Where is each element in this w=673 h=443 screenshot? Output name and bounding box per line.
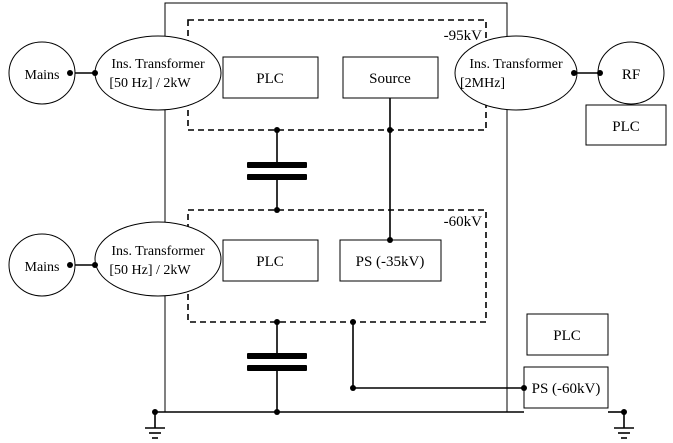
capacitor1-plate-top: [247, 162, 307, 168]
ps-35kv-label: PS (-35kV): [356, 254, 425, 270]
bottom-plc-label: PLC: [256, 254, 284, 270]
capacitor2-plate-top: [247, 353, 307, 359]
junction-dot: [350, 385, 356, 391]
transformer-rf-line2: [2MHz]: [460, 76, 505, 91]
transformer-rf: [454, 35, 578, 111]
ps-60kv-box: [523, 366, 609, 409]
ground-symbol-right: [614, 427, 634, 439]
junction-dot: [571, 70, 577, 76]
plc-rf-label: PLC: [612, 119, 640, 135]
transformer-top-left-line2: [50 Hz] / 2kW: [109, 76, 191, 91]
junction-dot: [67, 262, 73, 268]
rf-label: RF: [622, 67, 640, 83]
transformer-rf-line1: Ins. Transformer: [469, 57, 563, 72]
plc-ground-label: PLC: [553, 328, 581, 344]
top-plc-label: PLC: [256, 71, 284, 87]
mains-bottom-label: Mains: [25, 260, 60, 275]
mains-bottom-circle: [8, 233, 76, 297]
capacitor1-plate-bottom: [247, 174, 307, 180]
junction-dot: [92, 70, 98, 76]
junction-dot: [597, 70, 603, 76]
junction-dot: [152, 409, 158, 415]
mains-top-label: Mains: [25, 68, 60, 83]
junction-dot: [387, 237, 393, 243]
ps-35kv-box: [339, 239, 442, 282]
transformer-bottom-left-line2: [50 Hz] / 2kW: [109, 263, 191, 278]
transformer-top-left-line1: Ins. Transformer: [111, 57, 205, 72]
top-stage-voltage: -95kV: [444, 28, 482, 44]
junction-dot: [67, 70, 73, 76]
plc-rf-box: [585, 104, 667, 146]
source-box: [342, 56, 439, 99]
mains-top-circle: [8, 41, 76, 105]
transformer-top-left: [94, 35, 222, 111]
ground-symbol-left: [145, 427, 165, 439]
plc-ground-box: [526, 313, 609, 356]
junction-dot: [521, 385, 527, 391]
top-plc-box: [222, 56, 319, 99]
junction-dot: [350, 319, 356, 325]
transformer-bottom-left-line1: Ins. Transformer: [111, 244, 205, 259]
junction-dot: [274, 127, 280, 133]
source-label: Source: [369, 71, 411, 87]
bottom-plc-box: [222, 239, 319, 282]
junction-dot: [274, 319, 280, 325]
bottom-stage-voltage: -60kV: [444, 214, 482, 230]
transformer-bottom-left: [94, 221, 222, 297]
junction-dot: [92, 262, 98, 268]
junction-dot: [387, 127, 393, 133]
capacitor2-plate-bottom: [247, 365, 307, 371]
junction-dot: [274, 207, 280, 213]
junction-dot: [274, 409, 280, 415]
ps-60kv-label: PS (-60kV): [532, 381, 601, 397]
junction-dot: [621, 409, 627, 415]
